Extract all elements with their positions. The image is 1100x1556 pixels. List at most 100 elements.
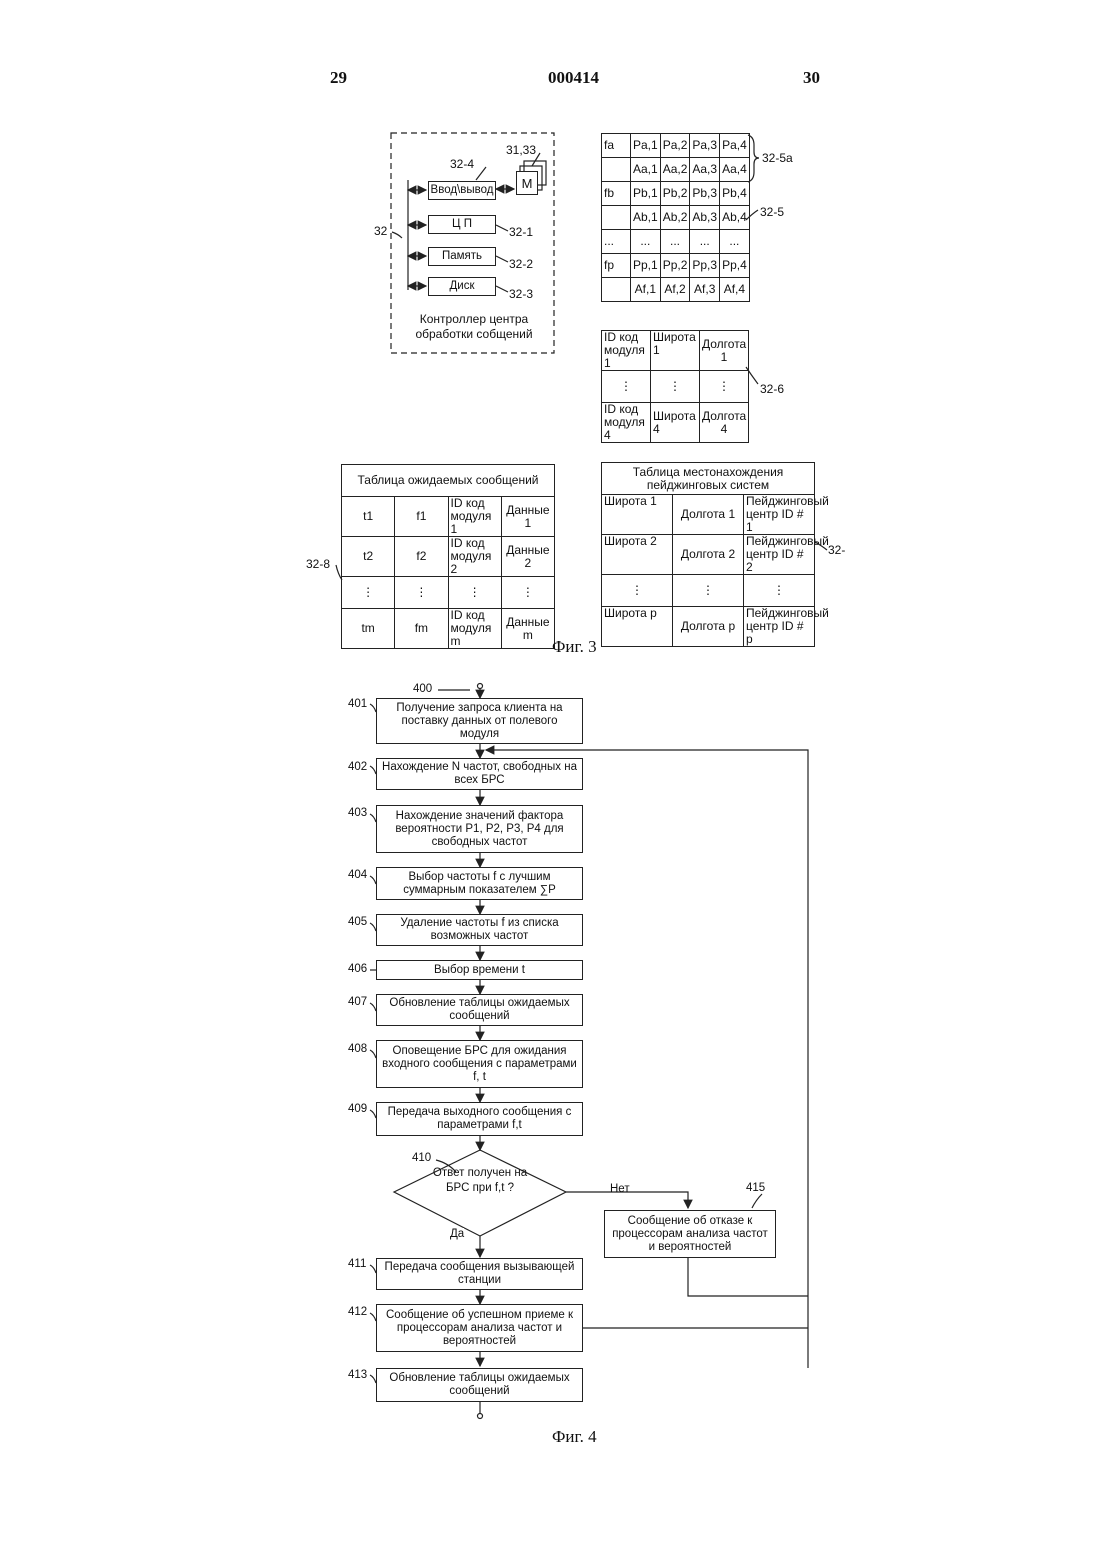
table-cell: Ab,3: [690, 206, 720, 230]
step-403-ref: 403: [348, 807, 367, 819]
table-cell: ⋮: [651, 371, 700, 403]
table-cell: Pp,1: [631, 254, 661, 278]
table-row: ID код модуля 4 Широта 4 Долгота 4: [602, 403, 749, 443]
table-cell: ⋮: [501, 577, 554, 609]
table-row: Широта p Долгота p Пейджинговый центр ID…: [602, 607, 815, 647]
step-407-box: Обновление таблицы ожидаемых сообщений: [376, 994, 583, 1026]
table-row: Ab,1 Ab,2 Ab,3 Ab,4: [602, 206, 750, 230]
figure-4-caption: Фиг. 4: [552, 1427, 597, 1447]
table-cell: Пейджинговый центр ID # 1: [744, 495, 815, 535]
step-413-box: Обновление таблицы ожидаемых сообщений: [376, 1368, 583, 1402]
failure-box: Сообщение об отказе к процессорам анализ…: [604, 1210, 776, 1258]
table-cell: Af,2: [660, 278, 690, 302]
cpu-ref: 32-1: [509, 225, 533, 239]
table-cell: ⋮: [744, 575, 815, 607]
step-411-ref: 411: [348, 1258, 366, 1270]
decision-yes-label: Да: [450, 1228, 464, 1240]
table-cell: Ab,2: [660, 206, 690, 230]
table-cell: ⋮: [448, 577, 501, 609]
table-cell: Данные m: [501, 609, 554, 649]
table-cell: Данные 1: [501, 497, 554, 537]
table-cell: Широта 1: [651, 331, 700, 371]
decision-no-label: Нет: [610, 1183, 630, 1195]
step-404-box: Выбор частоты f с лучшим суммарным показ…: [376, 867, 583, 900]
step-406-box: Выбор времени t: [376, 960, 583, 980]
step-402-box: Нахождение N частот, свободных на всех Б…: [376, 758, 583, 790]
step-401-ref: 401: [348, 698, 367, 710]
table-row: t2 f2 ID код модуля 2 Данные 2: [342, 537, 555, 577]
step-412-ref: 412: [348, 1306, 367, 1318]
table-cell: fa: [602, 134, 631, 158]
start-ref: 400: [413, 683, 432, 695]
step-405-box: Удаление частоты f из списка возможных ч…: [376, 914, 583, 946]
step-407-ref: 407: [348, 996, 367, 1008]
table-cell: Долгота 2: [673, 535, 744, 575]
table-cell: Aa,3: [690, 158, 720, 182]
table-title: Таблица местонахождения пейджинговых сис…: [602, 463, 815, 495]
table-cell: t2: [342, 537, 395, 577]
table-cell: ID код модуля 1: [602, 331, 651, 371]
io-ref: 32-4: [450, 157, 474, 171]
modem-block: M: [516, 171, 538, 195]
table-cell: ...: [631, 230, 661, 254]
table-cell: ⋮: [700, 371, 749, 403]
table-cell: fb: [602, 182, 631, 206]
table-cell: Pb,1: [631, 182, 661, 206]
module-table: ID код модуля 1 Широта 1 Долгота 1 ⋮ ⋮ ⋮…: [601, 330, 749, 443]
table-row: ⋮ ⋮ ⋮ ⋮: [342, 577, 555, 609]
table-row: tm fm ID код модуля m Данные m: [342, 609, 555, 649]
expected-table-ref: 32-8: [306, 557, 330, 571]
table-cell: Данные 2: [501, 537, 554, 577]
table-cell: ⋮: [602, 371, 651, 403]
prob-table-ref: 32-5: [760, 205, 784, 219]
table-cell: fp: [602, 254, 631, 278]
table-cell: Pb,4: [720, 182, 750, 206]
table-row: Таблица ожидаемых сообщений: [342, 465, 555, 497]
table-row: Широта 2 Долгота 2 Пейджинговый центр ID…: [602, 535, 815, 575]
table-cell: ID код модуля m: [448, 609, 501, 649]
table-cell: Pa,1: [631, 134, 661, 158]
table-cell: Pa,2: [660, 134, 690, 158]
table-cell: fm: [395, 609, 448, 649]
step-412-box: Сообщение об успешном приеме к процессор…: [376, 1304, 583, 1352]
controller-ref: 32: [374, 224, 387, 238]
step-411-box: Передача сообщения вызывающей станции: [376, 1258, 583, 1290]
table-cell: Pa,4: [720, 134, 750, 158]
probability-table: fa Pa,1 Pa,2 Pa,3 Pa,4 Aa,1 Aa,2 Aa,3 Aa…: [601, 133, 750, 302]
table-cell: ID код модуля 1: [448, 497, 501, 537]
step-405-ref: 405: [348, 916, 367, 928]
modem-ref: 31,33: [506, 143, 536, 157]
step-403-box: Нахождение значений фактора вероятности …: [376, 805, 583, 853]
table-title: Таблица ожидаемых сообщений: [342, 465, 555, 497]
table-cell: Широта 4: [651, 403, 700, 443]
table-cell: ⋮: [673, 575, 744, 607]
table-cell: ...: [720, 230, 750, 254]
prob-table-a-ref: 32-5a: [762, 151, 793, 165]
table-cell: Ab,1: [631, 206, 661, 230]
table-cell: Долгота p: [673, 607, 744, 647]
table-cell: ...: [660, 230, 690, 254]
table-cell: Долгота 1: [673, 495, 744, 535]
table-row: Таблица местонахождения пейджинговых сис…: [602, 463, 815, 495]
step-408-ref: 408: [348, 1043, 367, 1055]
expected-messages-table: Таблица ожидаемых сообщений t1 f1 ID код…: [341, 464, 555, 649]
table-row: t1 f1 ID код модуля 1 Данные 1: [342, 497, 555, 537]
table-cell: ⋮: [602, 575, 673, 607]
table-cell: f2: [395, 537, 448, 577]
memory-block: Память: [428, 247, 496, 266]
table-cell: Af,3: [690, 278, 720, 302]
paging-location-table: Таблица местонахождения пейджинговых сис…: [601, 462, 815, 647]
table-row: fa Pa,1 Pa,2 Pa,3 Pa,4: [602, 134, 750, 158]
table-row: ... ... ... ... ...: [602, 230, 750, 254]
table-cell: Pb,3: [690, 182, 720, 206]
step-401-box: Получение запроса клиента на поставку да…: [376, 698, 583, 744]
table-cell: ID код модуля 2: [448, 537, 501, 577]
step-408-box: Оповещение БРС для ожидания входного соо…: [376, 1040, 583, 1088]
table-cell: tm: [342, 609, 395, 649]
table-row: ID код модуля 1 Широта 1 Долгота 1: [602, 331, 749, 371]
table-cell: Широта 1: [602, 495, 673, 535]
table-cell: f1: [395, 497, 448, 537]
table-cell: ⋮: [395, 577, 448, 609]
table-cell: Долгота 1: [700, 331, 749, 371]
memory-ref: 32-2: [509, 257, 533, 271]
